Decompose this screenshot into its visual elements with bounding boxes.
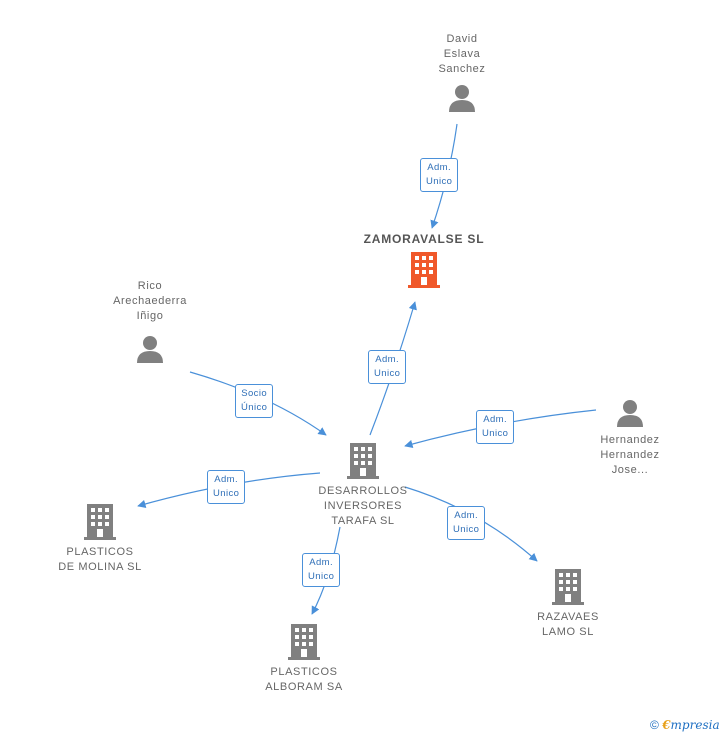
person-label: Rico Arechaederra Iñigo xyxy=(113,280,187,322)
building-icon xyxy=(347,443,379,479)
edge-badge-desarrollos-razavaes[interactable]: Adm. Unico xyxy=(447,506,486,540)
person-node-hernandez[interactable]: Hernandez Hernandez Jose... xyxy=(572,398,688,478)
edge-badge-desarrollos-zamoravalse[interactable]: Adm. Unico xyxy=(368,350,407,384)
person-node-rico[interactable]: Rico Arechaederra Iñigo xyxy=(92,279,208,369)
building-icon xyxy=(288,624,320,660)
edge-badge-hernandez-desarrollos[interactable]: Adm. Unico xyxy=(476,410,515,444)
person-icon xyxy=(617,400,643,427)
brand-logo: €mpresia xyxy=(662,718,720,732)
person-icon xyxy=(449,85,475,112)
company-node-razavaes[interactable]: RAZAVAES LAMO SL xyxy=(512,569,624,640)
building-icon xyxy=(552,569,584,605)
edge-badge-david-zamoravalse[interactable]: Adm. Unico xyxy=(420,158,459,192)
company-label: RAZAVAES LAMO SL xyxy=(537,611,599,638)
company-label: DESARROLLOS INVERSORES TARAFA SL xyxy=(318,485,408,527)
edge-badge-desarrollos-alboram[interactable]: Adm. Unico xyxy=(302,553,341,587)
edge-badge-rico-desarrollos[interactable]: Socio Único xyxy=(235,384,274,418)
person-icon xyxy=(137,336,163,363)
company-node-desarrollos[interactable]: DESARROLLOS INVERSORES TARAFA SL xyxy=(304,443,422,529)
company-node-plasticos-alboram[interactable]: PLASTICOS ALBORAM SA xyxy=(248,624,360,695)
person-label: David Eslava Sanchez xyxy=(438,33,486,75)
building-icon xyxy=(408,252,440,288)
company-node-plasticos-molina[interactable]: PLASTICOS DE MOLINA SL xyxy=(44,504,156,575)
company-label: ZAMORAVALSE SL xyxy=(363,232,485,246)
company-label: PLASTICOS ALBORAM SA xyxy=(265,666,343,693)
person-node-david[interactable]: David Eslava Sanchez xyxy=(404,32,520,118)
person-label: Hernandez Hernandez Jose... xyxy=(600,434,660,476)
building-icon xyxy=(84,504,116,540)
copyright-symbol: © xyxy=(650,718,659,732)
footer-brand[interactable]: © €mpresia xyxy=(650,718,720,732)
edge-badge-desarrollos-molina[interactable]: Adm. Unico xyxy=(207,470,246,504)
company-label: PLASTICOS DE MOLINA SL xyxy=(58,546,142,573)
company-node-zamoravalse[interactable]: ZAMORAVALSE SL xyxy=(352,232,496,293)
